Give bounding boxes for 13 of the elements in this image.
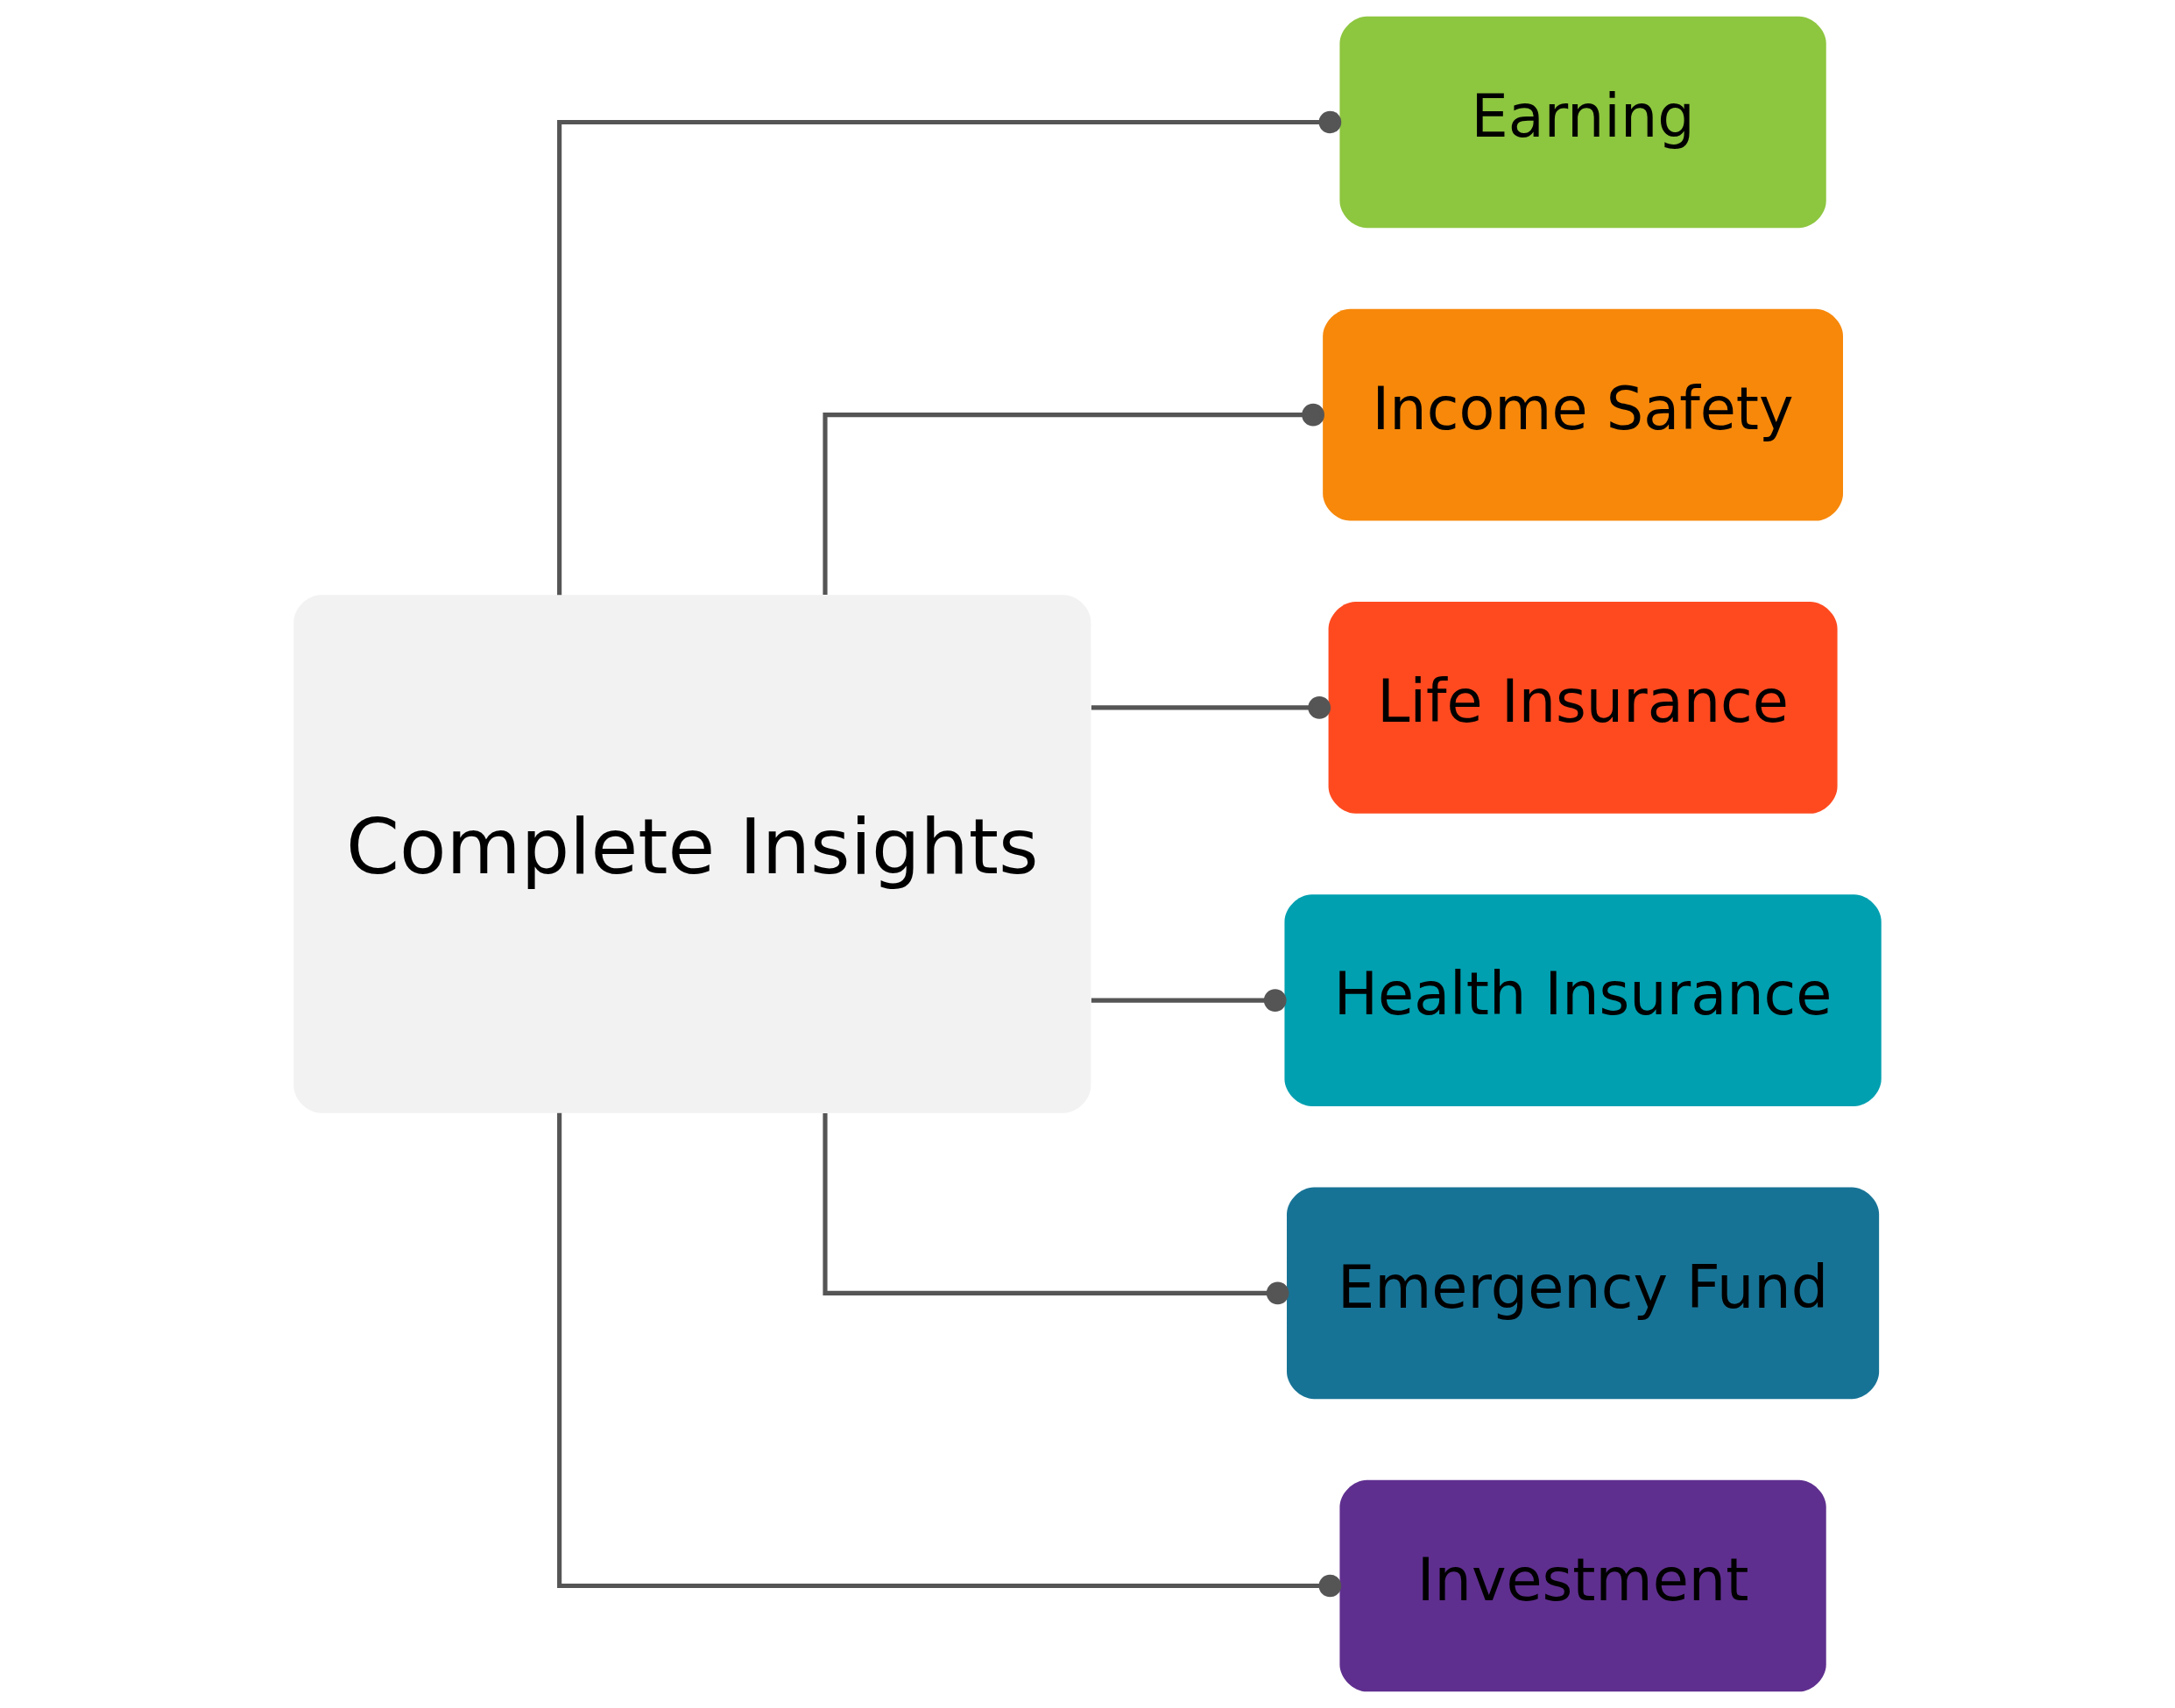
node-box: Investment	[1339, 1479, 1826, 1692]
node-box: Emergency Fund	[1287, 1187, 1880, 1400]
node-box: Life Insurance	[1328, 602, 1838, 814]
connector	[823, 403, 1324, 596]
connector	[823, 1112, 1289, 1305]
connector	[557, 110, 1342, 596]
connector	[1091, 696, 1331, 719]
node-box: Income Safety	[1323, 308, 1843, 521]
connector	[557, 1112, 1342, 1598]
node-box: Health Insurance	[1284, 894, 1882, 1106]
node-box: Complete Insights	[293, 595, 1091, 1113]
connector	[1091, 989, 1287, 1012]
node-box: Earning	[1339, 16, 1826, 229]
